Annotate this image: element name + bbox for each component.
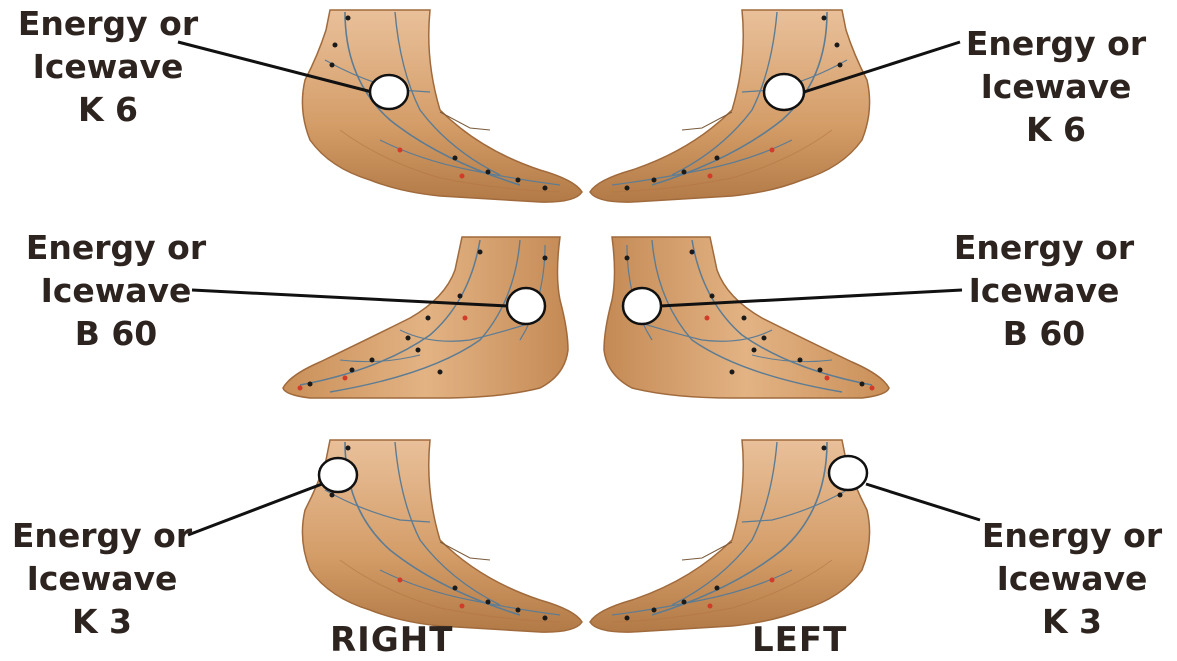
- marker-left-b60: [623, 288, 661, 324]
- label-line1: Energy or: [8, 2, 208, 45]
- marker-right-k6: [370, 75, 408, 109]
- marker-left-k3: [829, 456, 867, 490]
- right-foot-top: [302, 10, 582, 202]
- label-point: K 3: [2, 600, 202, 643]
- label-point: B 60: [16, 312, 216, 355]
- label-line1: Energy or: [16, 226, 216, 269]
- label-point: B 60: [944, 312, 1144, 355]
- label-right-k6: Energy or Icewave K 6: [8, 2, 208, 131]
- label-line2: Icewave: [16, 269, 216, 312]
- label-point: K 3: [972, 600, 1172, 643]
- label-left-b60: Energy or Icewave B 60: [944, 226, 1144, 355]
- label-line1: Energy or: [944, 226, 1144, 269]
- left-foot-top: [590, 10, 870, 202]
- label-line2: Icewave: [972, 557, 1172, 600]
- side-label-left: LEFT: [752, 620, 847, 660]
- label-right-k3: Energy or Icewave K 3: [2, 514, 202, 643]
- marker-left-k6: [764, 74, 804, 110]
- label-left-k3: Energy or Icewave K 3: [972, 514, 1172, 643]
- label-line2: Icewave: [956, 65, 1156, 108]
- label-line2: Icewave: [2, 557, 202, 600]
- marker-right-k3: [319, 458, 357, 492]
- label-line1: Energy or: [972, 514, 1172, 557]
- label-left-k6: Energy or Icewave K 6: [956, 22, 1156, 151]
- side-label-right: RIGHT: [330, 620, 453, 660]
- label-line1: Energy or: [2, 514, 202, 557]
- label-right-b60: Energy or Icewave B 60: [16, 226, 216, 355]
- label-line2: Icewave: [8, 45, 208, 88]
- marker-right-b60: [507, 288, 545, 324]
- left-foot-bottom: [590, 440, 870, 632]
- label-point: K 6: [956, 108, 1156, 151]
- leader-line-left-k3: [866, 484, 980, 520]
- label-line2: Icewave: [944, 269, 1144, 312]
- label-line1: Energy or: [956, 22, 1156, 65]
- label-point: K 6: [8, 88, 208, 131]
